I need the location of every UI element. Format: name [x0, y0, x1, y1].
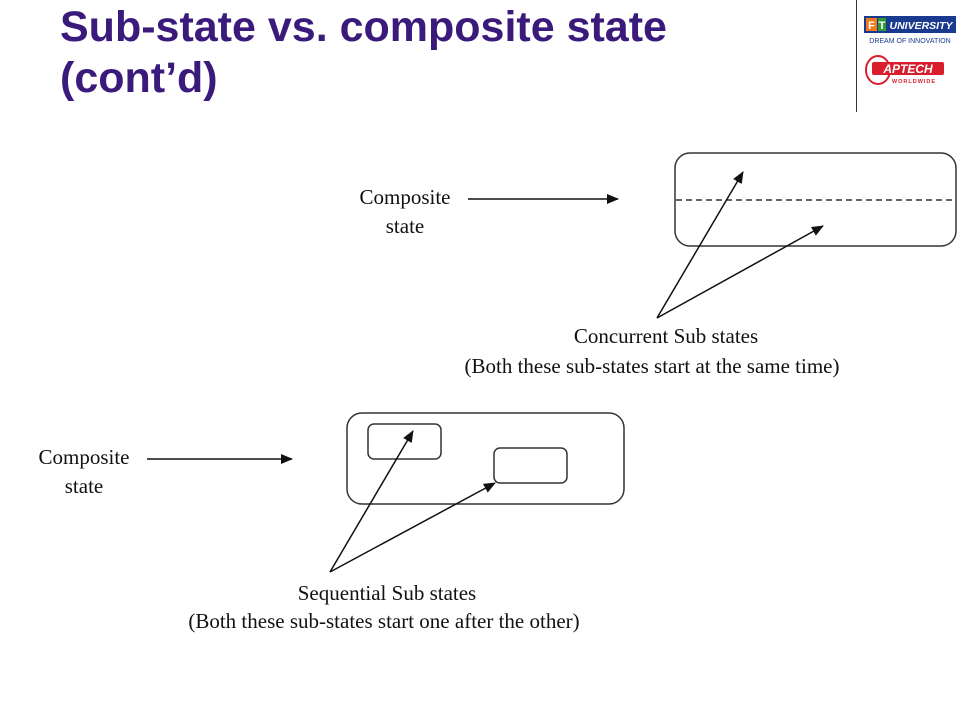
substate-arrow-lower	[656, 225, 824, 319]
second-substate-box	[493, 447, 568, 484]
concurrent-note: (Both these sub-states start at the same…	[465, 354, 840, 378]
first-substate-box	[367, 423, 442, 460]
aptech-logo: APTECH WORLDWIDE	[865, 55, 944, 85]
sequential-caption: Sequential Sub states	[298, 581, 476, 605]
concurrent-example: Composite state Concurrent Sub states (B…	[359, 152, 957, 378]
fpt-orange-block	[866, 18, 877, 31]
substate-arrow-second	[329, 482, 496, 573]
composite-state-box	[674, 152, 957, 247]
concurrent-caption: Concurrent Sub states	[574, 324, 758, 348]
composite-state-box	[346, 412, 625, 505]
aptech-sub: WORLDWIDE	[892, 79, 936, 85]
fpt-wordmark: UNIVERSITY	[889, 20, 953, 32]
logos: F T UNIVERSITY DREAM OF INNOVATION APTEC…	[864, 16, 956, 85]
aptech-wordmark-bar	[872, 62, 944, 75]
fpt-university-logo: F T UNIVERSITY DREAM OF INNOVATION	[864, 16, 956, 45]
composite-label-line2: state	[65, 474, 103, 498]
slide-title-line1: Sub-state vs. composite state	[60, 3, 667, 51]
fpt-mark: F	[868, 20, 875, 32]
aptech-wordmark: APTECH	[882, 62, 933, 76]
substate-arrow-upper	[656, 171, 744, 319]
composite-label-line1: Composite	[38, 445, 129, 469]
sequential-note: (Both these sub-states start one after t…	[188, 609, 579, 633]
composite-label-line1: Composite	[359, 185, 450, 209]
fpt-green-block	[878, 18, 886, 31]
fpt-mark2: T	[879, 20, 886, 32]
composite-label-line2: state	[386, 214, 424, 238]
fpt-wordmark-bar	[864, 16, 956, 33]
fpt-tagline: DREAM OF INNOVATION	[869, 38, 950, 45]
sequential-example: Composite state Sequential Sub states (B…	[38, 412, 625, 633]
substate-arrow-first	[329, 430, 414, 573]
slide-title: Sub-state vs. composite state (cont’d)	[60, 2, 840, 104]
slide-title-line2: (cont’d)	[60, 54, 218, 102]
header-divider	[856, 0, 857, 112]
